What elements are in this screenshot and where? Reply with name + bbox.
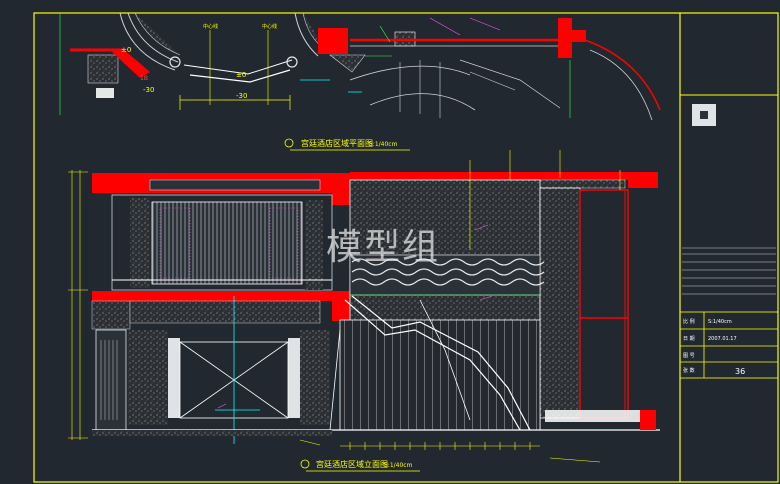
- plan-level-a: ±0: [121, 46, 131, 54]
- title-block-text: 比 例 S:1/40cm 日 期 2007.01.17 图 号 张 数 36: [683, 318, 745, 376]
- tb-sheets-label: 张 数: [683, 367, 695, 374]
- logo-stamp-inner: [700, 111, 708, 119]
- plan-tag-2: 中心线: [203, 23, 218, 30]
- plan-level-c: ±0: [236, 71, 246, 79]
- title-block-rows: [682, 247, 776, 295]
- plan-tag-1: 1B: [140, 75, 148, 82]
- tb-drawing-no-label: 图 号: [683, 353, 695, 359]
- plan-level-d: -30: [236, 92, 247, 100]
- sheet-frame: [33, 12, 779, 483]
- plan-drawing: [59, 12, 661, 121]
- plan-level-b: -30: [143, 86, 154, 94]
- tb-scale-value: S:1/40cm: [708, 319, 732, 325]
- tb-sheet-number: 36: [735, 367, 745, 376]
- plan-scale-text: S:1/40cm: [369, 141, 398, 148]
- title-block-table: [679, 311, 779, 379]
- tb-date-value: 2007.01.17: [708, 336, 737, 342]
- tb-scale-label: 比 例: [683, 318, 695, 325]
- plan-title-text: 宫廷酒店区域平面图: [301, 138, 373, 148]
- elevation-drawing: [68, 150, 660, 463]
- watermark: 模型组: [326, 227, 441, 268]
- plan-tag-3: 中心线: [262, 23, 277, 30]
- tb-date-label: 日 期: [683, 336, 695, 342]
- plan-title: 宫廷酒店区域平面图 S:1/40cm: [284, 138, 410, 151]
- elevation-scale-text: S:1/40cm: [384, 462, 413, 469]
- elevation-title-text: 宫廷酒店区域立面图: [316, 459, 388, 469]
- elevation-title: 宫廷酒店区域立面图 S:1/40cm: [300, 459, 420, 472]
